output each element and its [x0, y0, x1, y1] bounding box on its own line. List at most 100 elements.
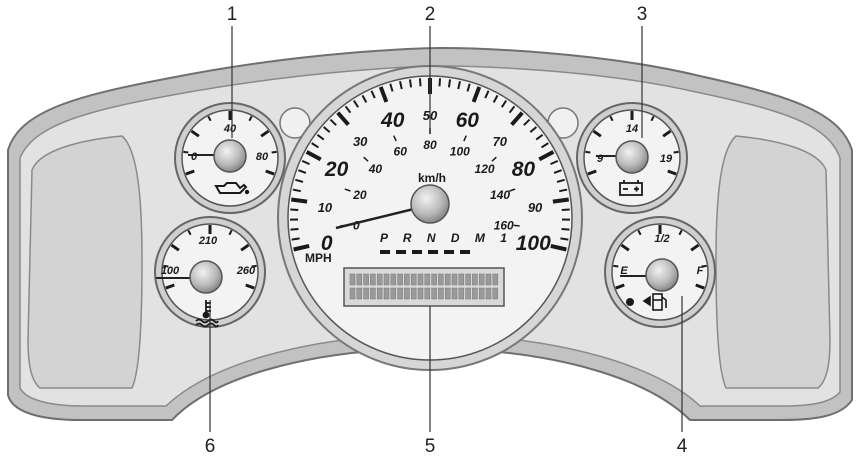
speedometer-hub [411, 185, 449, 223]
lcd-segment [425, 274, 430, 285]
kmh-label: 0 [353, 218, 360, 232]
lcd-segment [377, 288, 382, 299]
mph-label: 20 [324, 158, 349, 181]
lcd-segment [452, 288, 457, 299]
lcd-segment [391, 288, 396, 299]
prndl-indicator: P R N D M 1 [380, 231, 513, 245]
lcd-segment [350, 274, 355, 285]
oil-label-low: 0 [191, 151, 198, 163]
temp-label-mid: 210 [198, 235, 218, 247]
lcd-segment [384, 288, 389, 299]
speedometer-tick [290, 229, 298, 230]
gauge-tick [674, 152, 679, 153]
mph-label: 40 [380, 109, 405, 132]
callout-2: 2 [425, 4, 436, 25]
lcd-segment [377, 274, 382, 285]
lcd-segment [466, 288, 471, 299]
speedometer-tick [562, 229, 570, 230]
gauge-tick [585, 152, 590, 153]
lcd-segment [486, 274, 491, 285]
callout-1: 1 [227, 4, 238, 25]
odometer-display [344, 268, 504, 306]
speedometer-tick [291, 199, 307, 201]
lcd-segment [404, 288, 409, 299]
lcd-segment [384, 274, 389, 285]
temp-label-high: 260 [236, 265, 256, 277]
speedometer-tick [553, 199, 569, 201]
lcd-segment [479, 288, 484, 299]
callout-5: 5 [425, 436, 436, 456]
lcd-segment [364, 274, 369, 285]
oil-label-high: 80 [256, 151, 269, 163]
lcd-segment [472, 274, 477, 285]
kmh-label: 20 [352, 188, 367, 202]
kmh-label: 80 [423, 138, 437, 152]
lcd-segment [418, 274, 423, 285]
lcd-segment [425, 288, 430, 299]
volt-label-high: 19 [660, 153, 673, 165]
lcd-segment [486, 288, 491, 299]
lcd-segment [432, 274, 437, 285]
oil-pressure-gauge: 0 40 80 [175, 103, 285, 213]
lcd-segment [411, 288, 416, 299]
lcd-segment [479, 274, 484, 285]
lcd-segment [357, 274, 362, 285]
lcd-segment [493, 274, 498, 285]
gauge-tick [613, 266, 618, 267]
speedometer-tick [449, 79, 450, 87]
lcd-segment [445, 274, 450, 285]
lcd-segment [370, 274, 375, 285]
oil-label-mid: 40 [223, 123, 237, 135]
mph-label: 30 [353, 134, 368, 149]
temp-label-low: 100 [161, 265, 180, 277]
gauge-tick [183, 152, 188, 153]
callout-3: 3 [637, 4, 648, 25]
kmh-label: 120 [475, 162, 495, 176]
lcd-segment [445, 288, 450, 299]
kmh-label: 100 [450, 144, 470, 158]
callout-4: 4 [677, 436, 688, 456]
mph-unit-label: MPH [305, 251, 332, 265]
gauge-tick [272, 152, 277, 153]
lcd-segment [411, 274, 416, 285]
lcd-segment [438, 288, 443, 299]
kmh-tick [514, 225, 520, 226]
voltmeter-gauge: 9 14 19 [577, 103, 687, 213]
mph-label: 60 [456, 109, 480, 132]
left-side-panel [28, 136, 142, 388]
speedometer-tick [420, 78, 421, 86]
kmh-label: 40 [368, 162, 383, 176]
fuel-label-full: F [697, 265, 704, 277]
mph-label: 10 [318, 200, 333, 215]
kmh-unit-label: km/h [418, 171, 446, 185]
lcd-segment [364, 288, 369, 299]
lcd-segment [459, 288, 464, 299]
speedometer-tick [560, 238, 568, 239]
lcd-segment [438, 274, 443, 285]
kmh-label: 140 [490, 188, 510, 202]
speedometer-tick [410, 79, 411, 87]
volt-label-mid: 14 [626, 123, 638, 135]
lcd-segment [452, 274, 457, 285]
mph-label: 90 [528, 200, 543, 215]
lcd-segment [404, 274, 409, 285]
lcd-segment [418, 288, 423, 299]
speedometer-tick [439, 78, 440, 86]
kmh-label: 60 [394, 144, 408, 158]
lcd-segment [432, 288, 437, 299]
lcd-segment [493, 288, 498, 299]
lcd-segment [370, 288, 375, 299]
speedometer-tick [292, 238, 300, 239]
mph-label: 70 [493, 134, 508, 149]
lcd-segment [472, 288, 477, 299]
right-side-panel [716, 136, 830, 388]
lcd-segment [350, 288, 355, 299]
callout-6: 6 [205, 436, 216, 456]
fuel-warning-dot [626, 298, 634, 306]
mph-label: 100 [516, 232, 551, 255]
lcd-segment [398, 288, 403, 299]
lcd-segment [459, 274, 464, 285]
volt-label-low: 9 [597, 153, 604, 165]
